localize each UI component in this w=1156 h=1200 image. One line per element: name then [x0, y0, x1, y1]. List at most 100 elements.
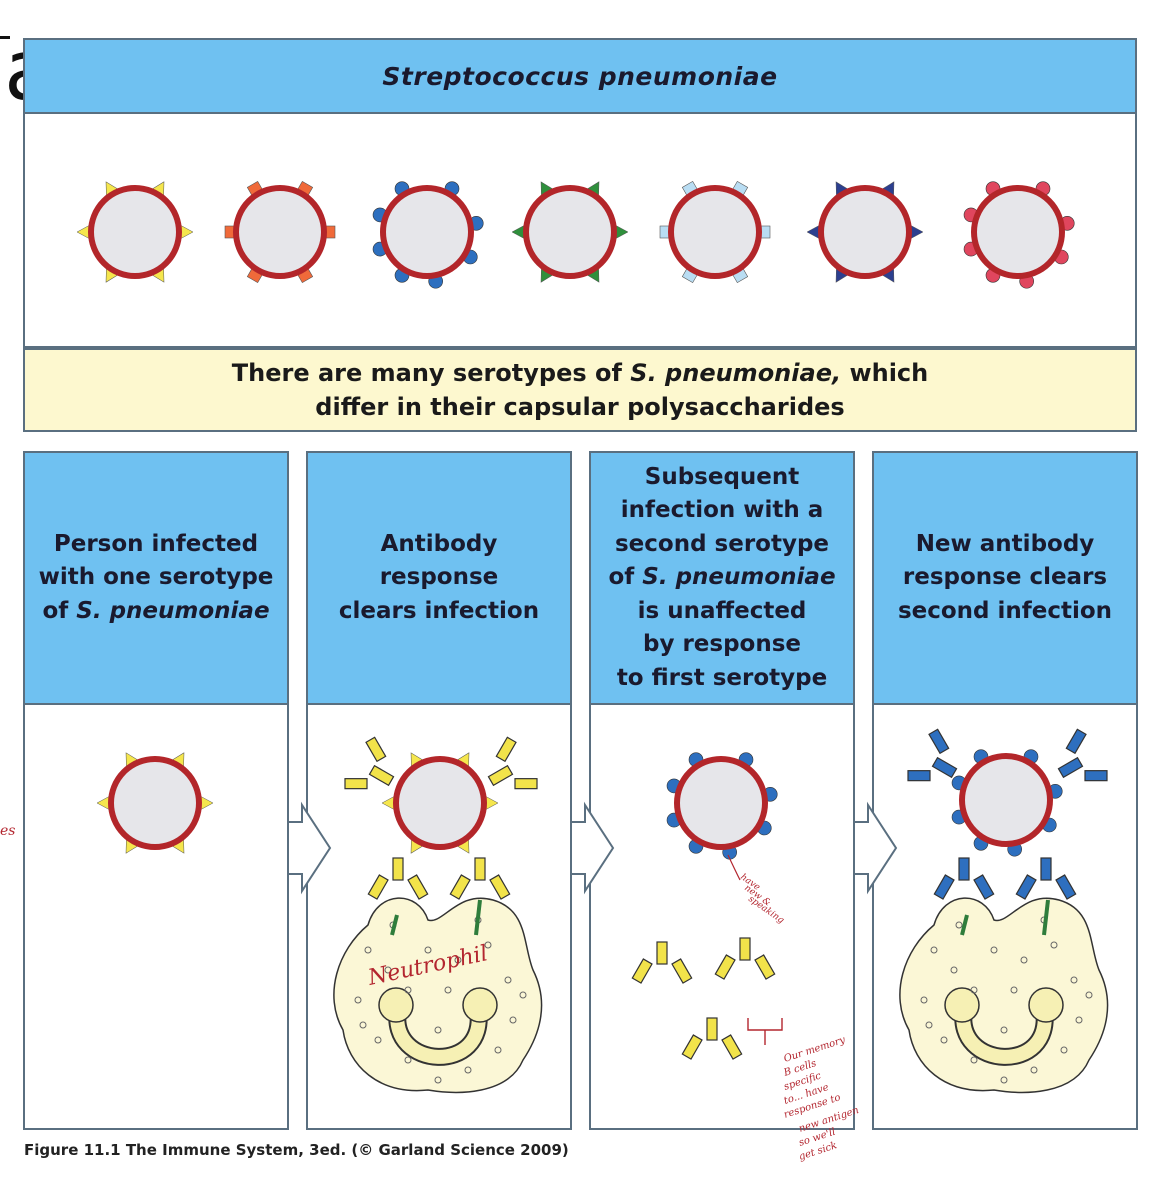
antibody-blue-2	[1057, 728, 1108, 782]
neutrophil-2	[899, 897, 1109, 1094]
bacterium-capsule	[971, 185, 1065, 279]
receptor-stalk	[1042, 899, 1050, 936]
neutrophil-membrane	[333, 897, 543, 1094]
step-arrow-1	[287, 801, 332, 895]
bacterium-capsule	[108, 756, 202, 850]
granule	[970, 1056, 978, 1064]
granule	[359, 1021, 367, 1029]
figure-credit: Figure 11.1 The Immune System, 3ed. (© G…	[24, 1141, 569, 1159]
antibody-arm	[973, 874, 995, 900]
antibody-stem	[931, 756, 958, 779]
antibody-arm	[933, 874, 955, 900]
granule	[1000, 1026, 1008, 1034]
step-arrow-2	[570, 801, 615, 895]
antibody-yellow-3	[367, 857, 429, 900]
species-header: Streptococcus pneumoniae	[23, 38, 1137, 114]
granule	[434, 1076, 442, 1084]
granule	[504, 976, 512, 984]
granule	[970, 986, 978, 994]
granule	[484, 941, 492, 949]
granule	[494, 1046, 502, 1054]
serotype-bacterium-6	[806, 181, 924, 283]
antibody-arm	[671, 958, 693, 984]
antibody-arm	[907, 770, 931, 782]
free-antibody-3	[681, 1017, 743, 1060]
serotype-bacterium-2	[224, 180, 336, 284]
step-2-header: Antibody response clears infection	[308, 453, 570, 705]
antibody-arm	[1015, 874, 1037, 900]
step-arrow-3	[853, 801, 898, 895]
cleared-bacterium-1	[381, 752, 499, 854]
granule	[509, 1016, 517, 1024]
granule	[464, 1066, 472, 1074]
antibody-stem	[392, 857, 404, 881]
granule	[404, 986, 412, 994]
handwritten-side-mark: es	[0, 823, 15, 839]
granule	[1010, 986, 1018, 994]
granule	[1085, 991, 1093, 999]
antibody-arm	[631, 958, 653, 984]
granule	[950, 966, 958, 974]
receptor-stalk	[390, 914, 399, 936]
bacterium-capsule	[523, 185, 617, 279]
antibody-blue-4	[1015, 857, 1077, 900]
antibody-stem	[958, 857, 970, 881]
granule	[424, 946, 432, 954]
serotype-bacterium-3	[372, 181, 484, 289]
antibody-arm	[495, 736, 517, 763]
antibody-stem	[656, 941, 668, 965]
antibody-stem	[1040, 857, 1052, 881]
granule	[519, 991, 527, 999]
granule	[1060, 1046, 1068, 1054]
species-title: Streptococcus pneumoniae	[382, 61, 778, 91]
nucleus-lobe	[944, 987, 980, 1023]
serotype-caption: There are many serotypes of S. pneumonia…	[23, 348, 1137, 432]
granule	[364, 946, 372, 954]
antibody-arm	[754, 954, 776, 980]
granule	[1075, 1016, 1083, 1024]
granule	[955, 921, 963, 929]
antibody-yellow-2	[487, 736, 538, 790]
granule	[404, 1056, 412, 1064]
antibody-arm	[514, 778, 538, 790]
infecting-bacterium-1	[96, 752, 214, 854]
bacterium-capsule	[959, 753, 1053, 847]
crop-tick	[0, 36, 10, 39]
step-3-header: Subsequent infection with a second serot…	[591, 453, 853, 705]
antibody-yellow-1	[344, 736, 395, 790]
granule	[434, 1026, 442, 1034]
antibody-arm	[681, 1034, 703, 1060]
antibody-stem	[706, 1017, 718, 1041]
antibody-yellow-4	[449, 857, 511, 900]
granule	[1050, 941, 1058, 949]
new-serotype-bacterium	[666, 752, 778, 860]
receptor-stalk	[474, 899, 482, 936]
caption-line-1: There are many serotypes of S. pneumonia…	[231, 359, 929, 387]
cleared-bacterium-2	[951, 749, 1063, 857]
free-antibody-2	[714, 937, 776, 980]
antibody-arm	[1065, 728, 1087, 755]
nucleus-lobe	[1028, 987, 1064, 1023]
antibody-stem	[368, 764, 395, 787]
antibody-arm	[721, 1034, 743, 1060]
granule	[354, 996, 362, 1004]
antibody-stem	[739, 937, 751, 961]
antibody-stem	[487, 764, 514, 787]
step-4-header: New antibody response clears second infe…	[874, 453, 1136, 705]
antibody-arm	[714, 954, 736, 980]
granule	[940, 1036, 948, 1044]
antibody-arm	[449, 874, 471, 900]
granule	[990, 946, 998, 954]
granule	[384, 966, 392, 974]
free-antibody-1	[631, 941, 693, 984]
granule	[925, 1021, 933, 1029]
bacterium-capsule	[674, 756, 768, 850]
nucleus-lobe	[462, 987, 498, 1023]
serotype-bacterium-5	[659, 180, 771, 284]
antibody-stem	[1057, 756, 1084, 779]
neutrophil-membrane	[899, 897, 1109, 1094]
granule	[374, 1036, 382, 1044]
granule	[920, 996, 928, 1004]
antibody-stem	[474, 857, 486, 881]
